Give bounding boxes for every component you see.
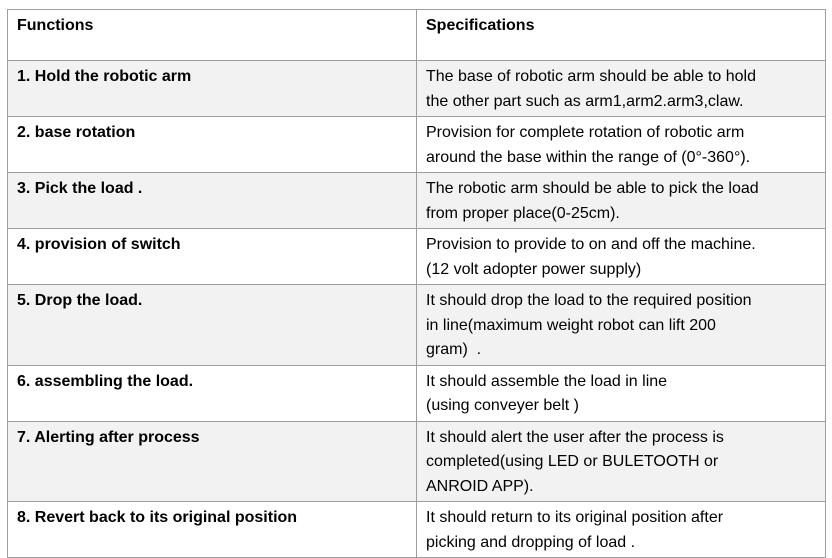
specification-line: Provision to provide to on and off the m… <box>426 236 756 253</box>
specification-line: It should assemble the load in line <box>426 372 668 390</box>
specification-line: around the base within the range of (0°-… <box>426 148 751 166</box>
table-row: 5. Drop the load. It should drop the load… <box>7 284 826 366</box>
specification-cell: It should alert the user after the proce… <box>416 420 826 502</box>
specification-line: in line(maximum weight robot can lift 20… <box>426 316 716 334</box>
specification-line: The robotic arm should be able to pick t… <box>426 180 759 197</box>
table-row: 3. Pick the load . The robotic arm should… <box>7 172 826 229</box>
column-header-functions: Functions <box>7 9 417 61</box>
function-cell: 4. provision of switch <box>7 228 417 285</box>
specification-line: It should alert the user after the proce… <box>426 428 724 446</box>
function-cell: 7. Alerting after process <box>7 420 417 502</box>
table-body: 1. Hold the robotic arm The base of robot… <box>7 60 826 558</box>
function-cell: 3. Pick the load . <box>7 172 417 229</box>
specification-cell: Provision for complete rotation of robot… <box>416 116 826 173</box>
function-cell: 1. Hold the robotic arm <box>7 60 417 117</box>
specification-cell: The robotic arm should be able to pick t… <box>416 172 826 229</box>
table-row: 1. Hold the robotic arm The base of robot… <box>7 60 826 117</box>
table-row: 8. Revert back to its original position I… <box>7 501 826 558</box>
specification-line: It should return to its original positio… <box>426 509 724 526</box>
specification-line: (12 volt adopter power supply) <box>426 260 642 278</box>
table-header-row: Functions Specifications <box>7 9 826 61</box>
function-cell: 2. base rotation <box>7 116 417 173</box>
specification-line: the other part such as arm1,arm2.arm3,cl… <box>426 92 744 110</box>
specification-line: The base of robotic arm should be able t… <box>426 68 756 85</box>
specification-line: completed(using LED or BULETOOTH or <box>426 453 719 470</box>
specification-cell: It should assemble the load in line (usin… <box>416 364 826 422</box>
specification-cell: It should return to its original positio… <box>416 501 826 558</box>
table-row: 6. assembling the load.It should assembl… <box>7 364 826 422</box>
table-row: 4. provision of switch Provision to provi… <box>7 228 826 285</box>
function-cell: 6. assembling the load. <box>7 364 417 422</box>
specification-line: gram) . <box>426 341 482 358</box>
specification-line: It should drop the load to the required … <box>426 292 752 309</box>
specification-line: Provision for complete rotation of robot… <box>426 124 745 141</box>
column-header-specifications: Specifications <box>416 9 826 61</box>
specification-cell: It should drop the load to the required … <box>416 284 826 366</box>
functions-specifications-table: Functions Specifications 1. Hold the rob… <box>7 9 826 558</box>
specification-line: from proper place(0-25cm). <box>426 204 620 222</box>
specification-cell: Provision to provide to on and off the m… <box>416 228 826 285</box>
table-row: 2. base rotation Provision for complete r… <box>7 116 826 173</box>
function-cell: 5. Drop the load. <box>7 284 417 366</box>
specification-cell: The base of robotic arm should be able t… <box>416 60 826 117</box>
function-cell: 8. Revert back to its original position <box>7 501 417 558</box>
table-row: 7. Alerting after process It should alert… <box>7 420 826 502</box>
specification-line: ANROID APP). <box>426 477 534 495</box>
specification-line: (using conveyer belt ) <box>426 397 579 414</box>
specification-line: picking and dropping of load . <box>426 533 636 551</box>
